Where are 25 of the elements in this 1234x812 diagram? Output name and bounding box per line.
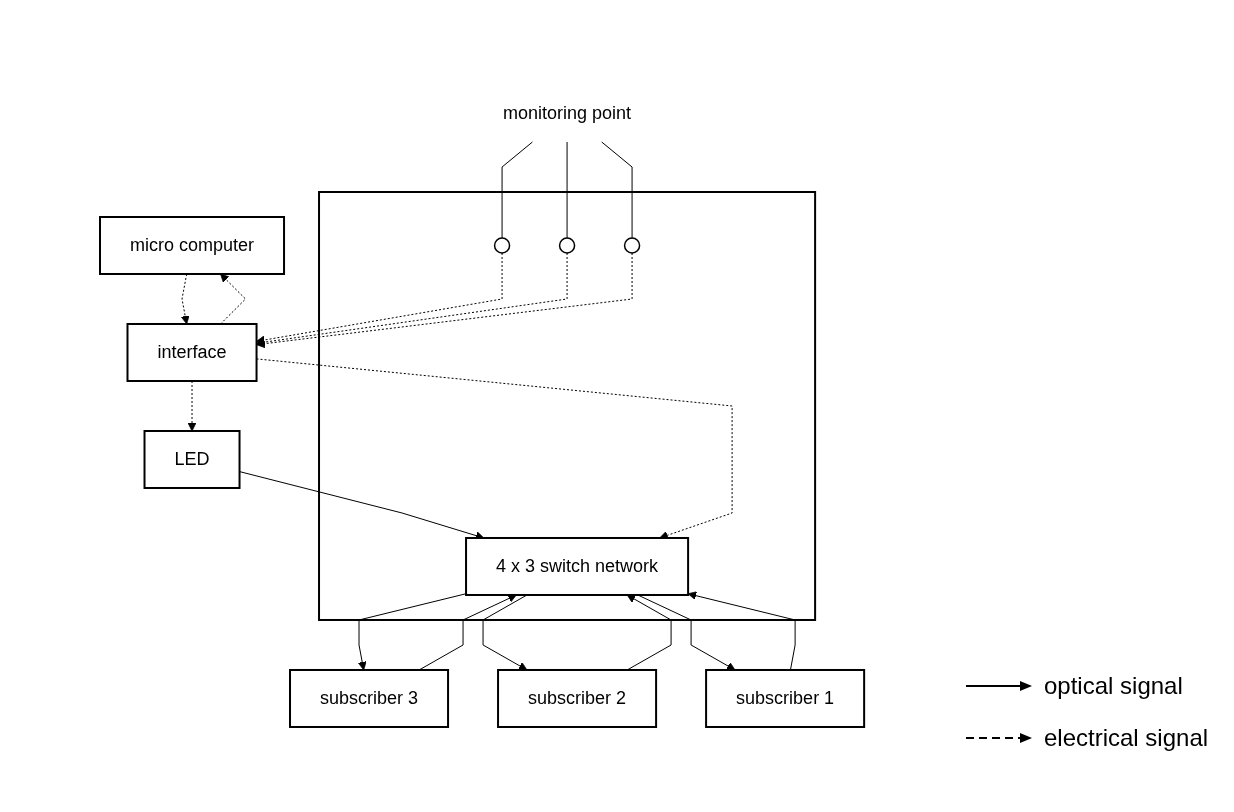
connector (601, 141, 633, 239)
node-box: subscriber 3 (288, 669, 449, 728)
node-box: subscriber 1 (705, 669, 866, 728)
legend-text: optical signal (1044, 672, 1183, 700)
connector (501, 141, 533, 239)
arrow (187, 380, 197, 432)
arrow (256, 252, 503, 345)
node-text: monitoring point (502, 103, 632, 123)
arrow (482, 594, 528, 671)
arrow (626, 594, 672, 671)
node-circle (623, 237, 641, 254)
node-circle (558, 237, 576, 254)
node-circle (493, 237, 511, 254)
node-box: LED (143, 430, 241, 489)
cluster (317, 191, 817, 621)
connector (566, 141, 568, 239)
node-box: micro computer (98, 216, 285, 275)
arrow (256, 252, 633, 349)
arrow (687, 591, 796, 671)
node-box: subscriber 2 (496, 669, 657, 728)
arrow (357, 593, 467, 671)
node-box: 4 x 3 switch network (464, 537, 689, 596)
node-box: interface (126, 323, 258, 382)
arrow (637, 594, 736, 671)
legend-text: electrical signal (1044, 724, 1209, 752)
